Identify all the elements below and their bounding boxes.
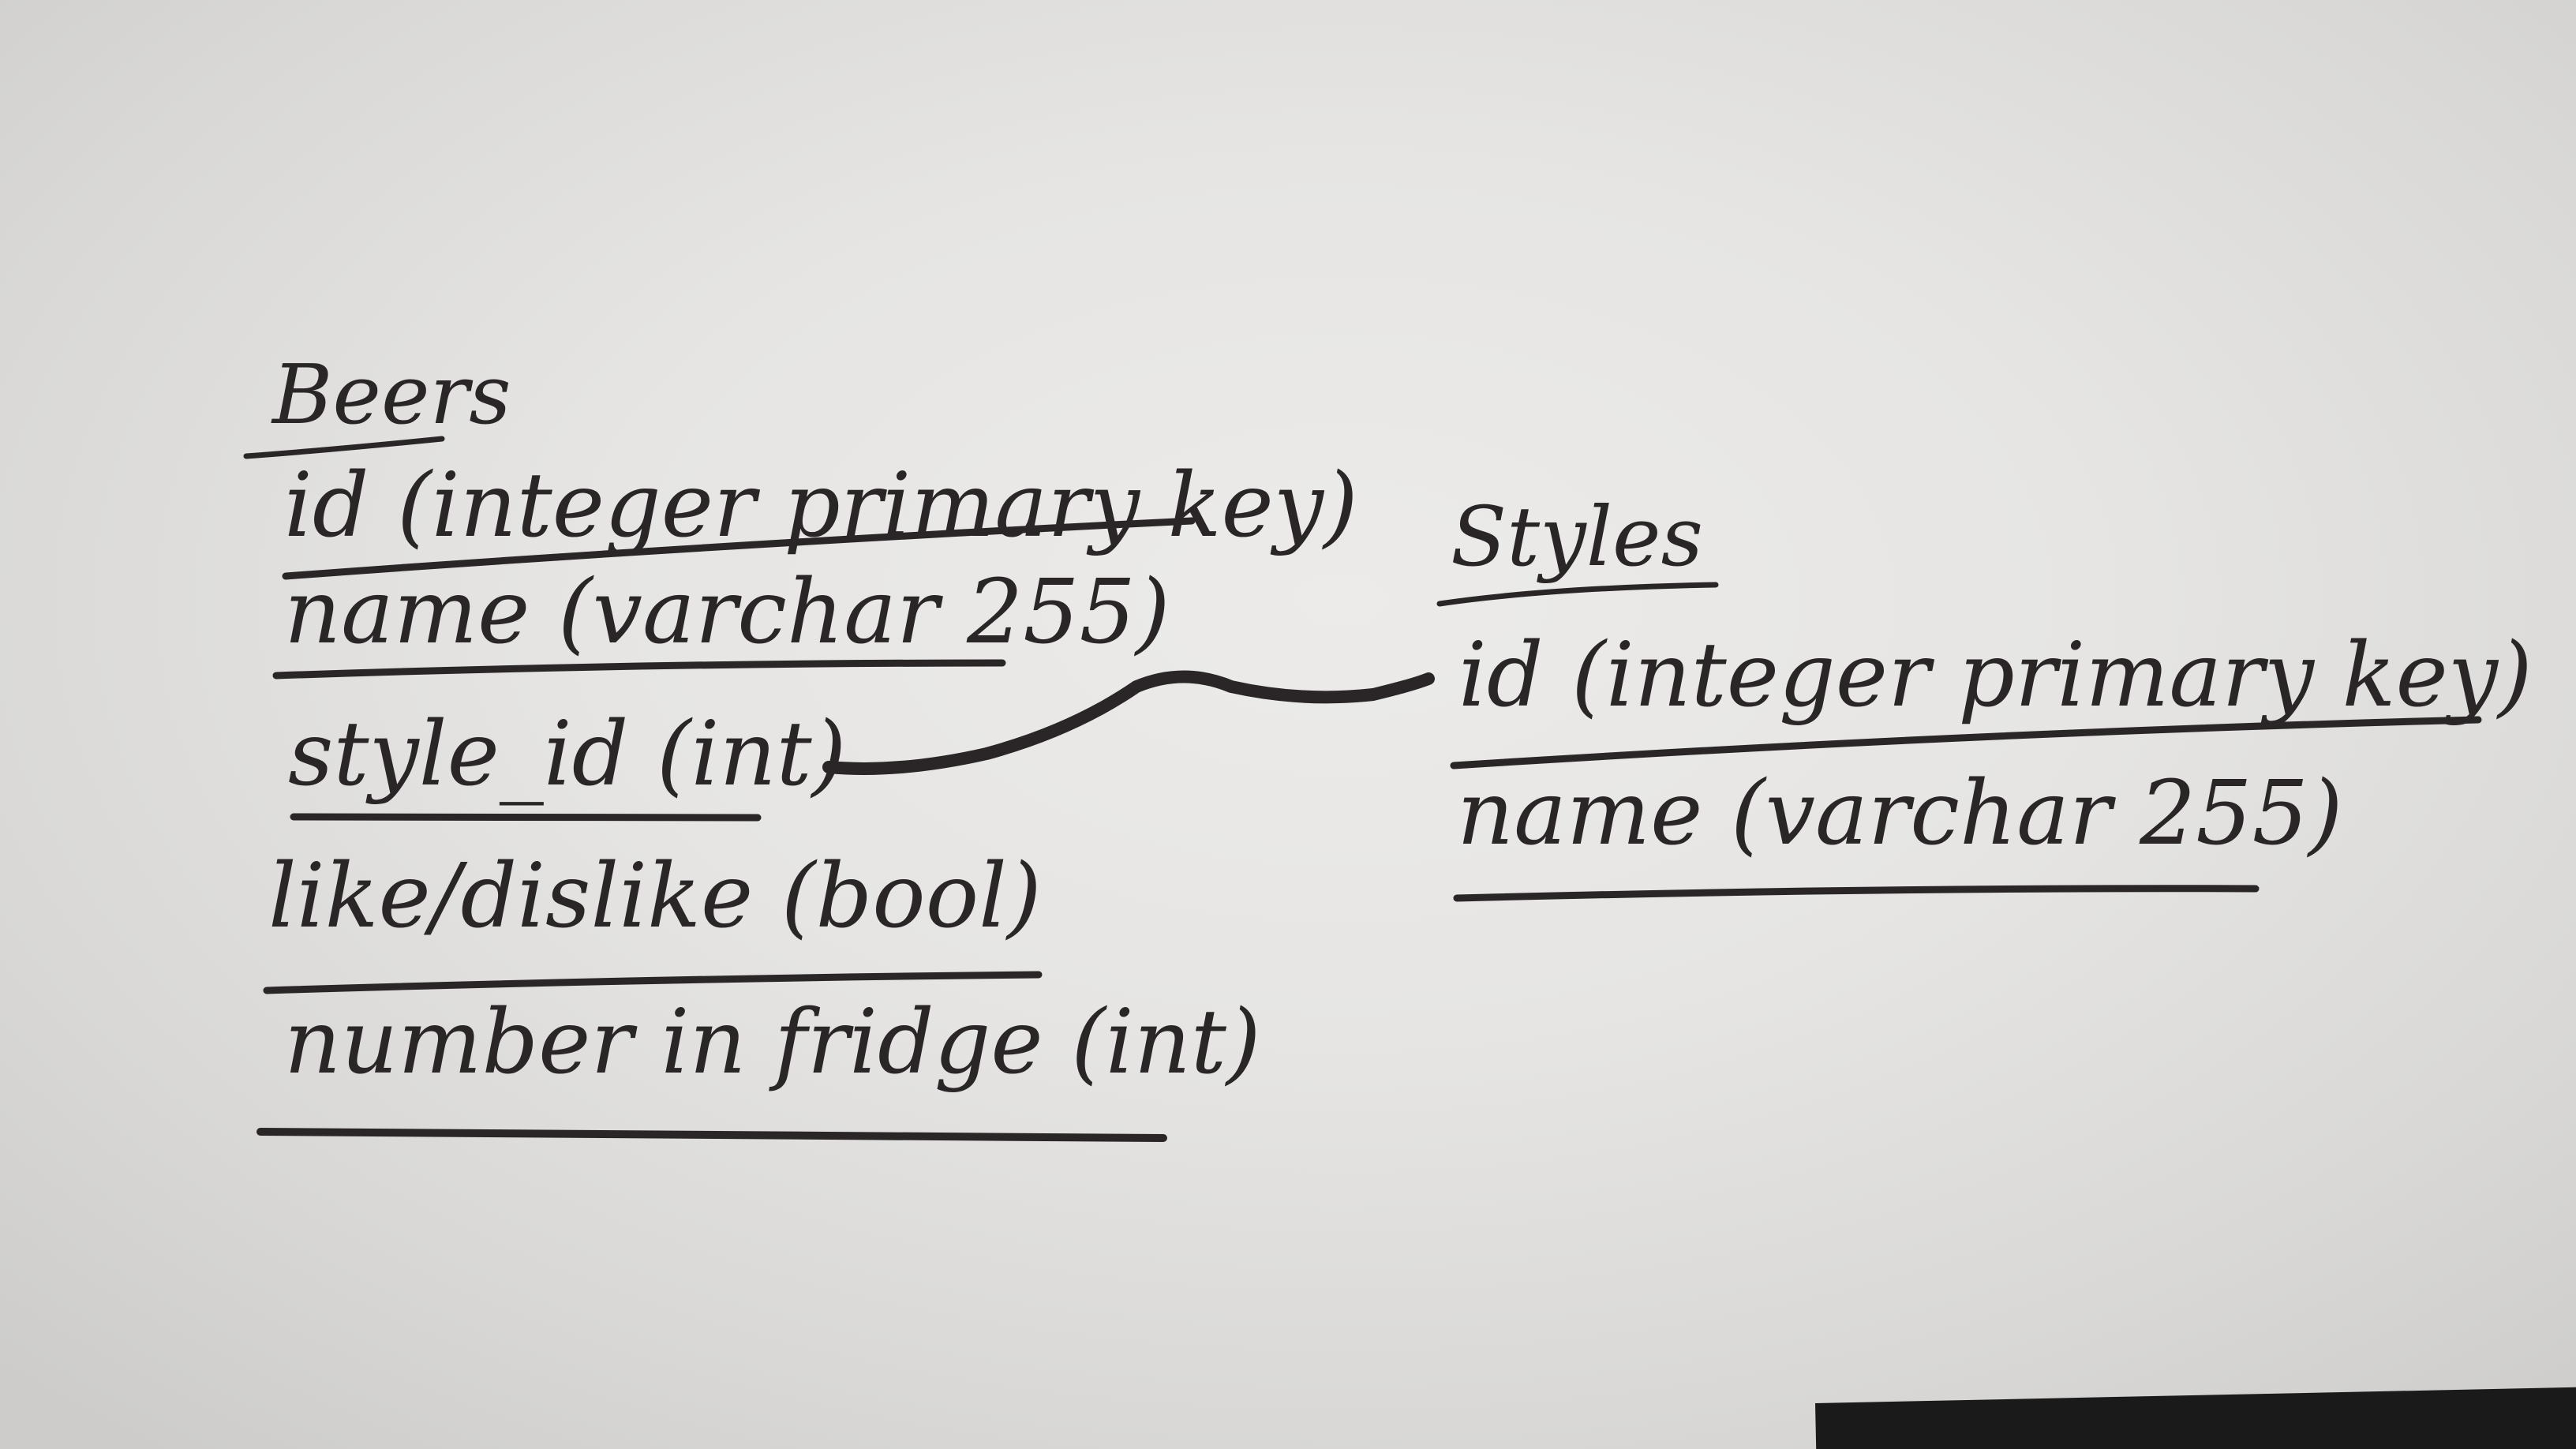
styles-field-name: name (varchar 255) — [1457, 762, 2343, 865]
styles-table-title: Styles — [1451, 489, 1703, 585]
beers-row-line-5 — [256, 1128, 1167, 1142]
styles-row-line-1 — [1450, 716, 2482, 769]
styles-field-id: id (integer primary key) — [1458, 624, 2533, 727]
beers-field-name: name (varchar 255) — [284, 561, 1170, 664]
beers-row-line-3 — [290, 813, 762, 822]
beers-row-line-1 — [282, 517, 1196, 580]
beers-row-line-4 — [263, 971, 1043, 994]
beers-field-style-id: style_id (int) — [288, 703, 847, 806]
relationship-connector — [822, 670, 1435, 775]
beers-title-underline — [243, 436, 445, 459]
beers-field-number-in-fridge: number in fridge (int) — [284, 991, 1261, 1094]
beers-field-id: id (integer primary key) — [284, 455, 1358, 557]
beers-table-title: Beers — [272, 346, 511, 443]
styles-row-line-2 — [1453, 885, 2260, 902]
beers-row-line-2 — [272, 659, 1006, 680]
beers-field-like-dislike: like/dislike (bool) — [268, 845, 1042, 948]
styles-title-underline — [1436, 582, 1719, 607]
